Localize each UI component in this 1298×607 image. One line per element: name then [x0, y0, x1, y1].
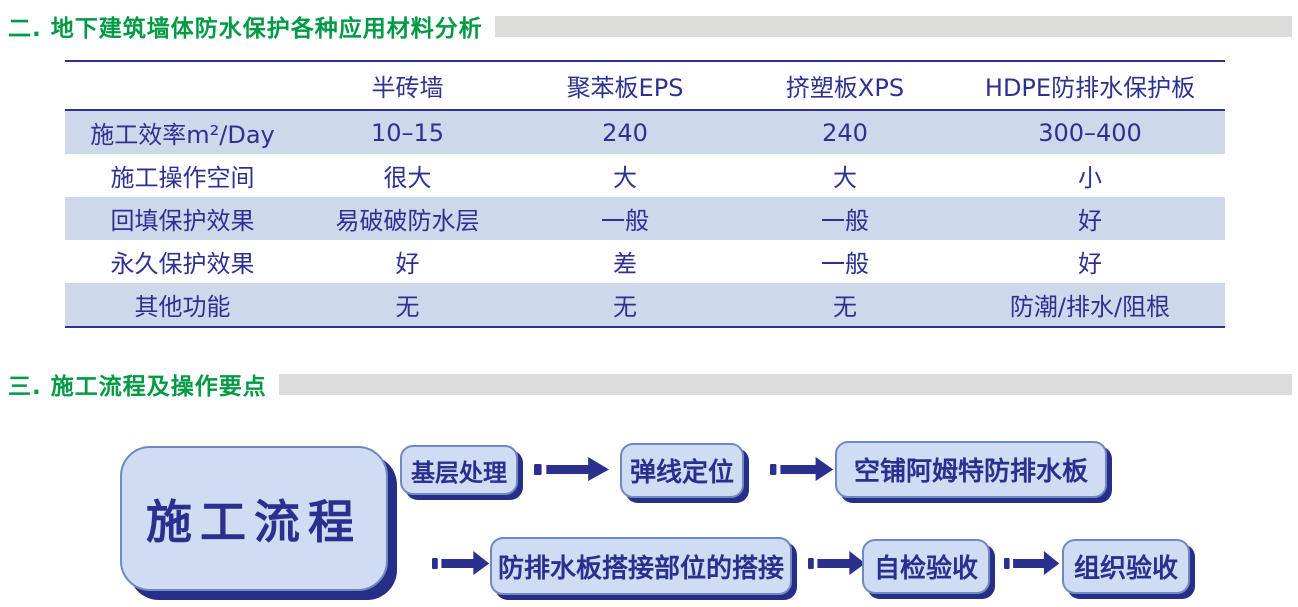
flow-arrow-icon — [808, 551, 866, 575]
row-label: 施工效率m²/Day — [90, 121, 275, 149]
flow-step-overlap-joints: 防排水板搭接部位的搭接 — [490, 537, 792, 595]
column-header: HDPE防排水保护板 — [955, 61, 1225, 111]
row-label: 回填保护效果 — [110, 207, 255, 235]
heading-bar — [494, 15, 1292, 37]
flow-main-box: 施工流程 — [120, 446, 388, 591]
table-cell: 大 — [833, 164, 857, 192]
table-cell: 易破破防水层 — [335, 207, 480, 235]
section-title: 二. 地下建筑墙体防水保护各种应用材料分析 — [8, 16, 483, 42]
flow-arrow-icon — [432, 551, 490, 575]
flow-step-base-treatment: 基层处理 — [400, 445, 518, 495]
table-cell: 差 — [613, 250, 637, 278]
table-cell: 一般 — [601, 207, 649, 235]
row-label: 永久保护效果 — [110, 250, 255, 278]
flow-arrow-icon — [770, 457, 834, 481]
material-comparison-table: 半砖墙 聚苯板EPS 挤塑板XPS HDPE防排水保护板 施工效率m²/Day … — [65, 60, 1225, 328]
section-heading-process: 三. 施工流程及操作要点 — [0, 367, 1298, 401]
table-cell: 防潮/排水/阻根 — [1009, 293, 1171, 321]
table-cell: 10–15 — [370, 118, 445, 147]
section-title: 三. 施工流程及操作要点 — [8, 374, 267, 400]
table-cell: 240 — [602, 118, 648, 147]
table-cell: 一般 — [821, 207, 869, 235]
table-row: 施工效率m²/Day 10–15 240 240 300–400 — [65, 110, 1225, 154]
table-cell: 无 — [395, 293, 420, 321]
flow-step-lay-drainage-board: 空铺阿姆特防排水板 — [835, 441, 1107, 498]
table-cell: 好 — [1078, 207, 1102, 235]
flow-arrow-icon — [1004, 551, 1060, 575]
flow-step-line-positioning: 弹线定位 — [620, 443, 744, 498]
column-header — [65, 61, 300, 111]
table-cell: 240 — [822, 118, 868, 147]
table-row: 其他功能 无 无 无 防潮/排水/阻根 — [65, 283, 1225, 327]
table-cell: 无 — [833, 293, 857, 321]
flow-step-organized-acceptance: 组织验收 — [1062, 539, 1190, 594]
section-heading-materials: 二. 地下建筑墙体防水保护各种应用材料分析 — [0, 0, 1298, 43]
table-header-row: 半砖墙 聚苯板EPS 挤塑板XPS HDPE防排水保护板 — [65, 61, 1225, 111]
table-row: 永久保护效果 好 差 一般 好 — [65, 240, 1225, 283]
table-row: 回填保护效果 易破破防水层 一般 一般 好 — [65, 197, 1225, 240]
table-cell: 无 — [613, 293, 637, 321]
flow-step-self-inspection: 自检验收 — [862, 539, 990, 594]
table-row: 施工操作空间 很大 大 大 小 — [65, 154, 1225, 197]
flow-arrow-icon — [534, 457, 610, 481]
column-header: 聚苯板EPS — [515, 61, 735, 111]
column-header: 半砖墙 — [300, 61, 515, 111]
table-cell: 一般 — [821, 250, 869, 278]
table-cell: 大 — [613, 164, 637, 192]
table-cell: 很大 — [383, 164, 432, 192]
row-label: 其他功能 — [134, 293, 231, 321]
table-cell: 好 — [395, 250, 420, 278]
column-header: 挤塑板XPS — [735, 61, 955, 111]
table-cell: 好 — [1078, 250, 1102, 278]
heading-bar — [278, 373, 1292, 395]
row-label: 施工操作空间 — [110, 164, 255, 192]
table-cell: 300–400 — [1038, 118, 1142, 147]
construction-flowchart: 施工流程 基层处理 弹线定位 空铺阿姆特防排水板 防排水板搭接部位的搭接 自检验… — [0, 419, 1298, 607]
table-cell: 小 — [1078, 164, 1102, 192]
